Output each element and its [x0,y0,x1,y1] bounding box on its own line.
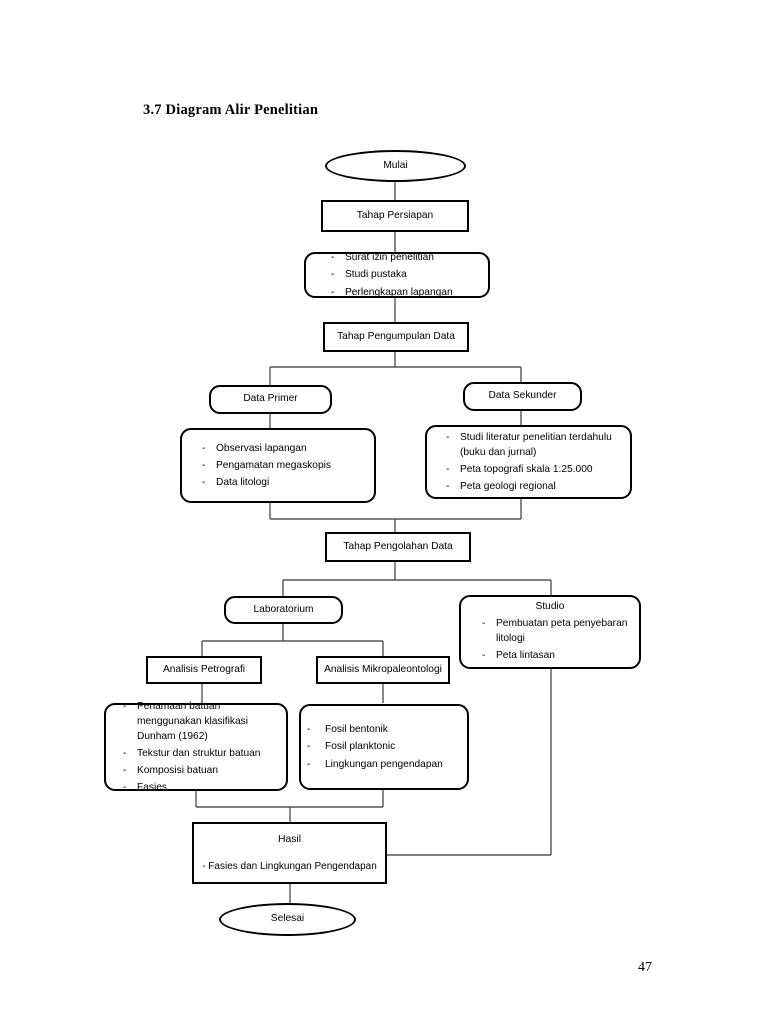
list-item: Fasies [116,780,286,795]
studio-detail-list: Pembuatan peta penyebaran litologi Peta … [461,616,639,663]
node-data-sekunder-label: Data Sekunder [488,390,557,402]
list-item: Studi literatur penelitian terdahulu (bu… [439,430,630,460]
node-hasil-label: Hasil [277,833,302,845]
list-item: Pembuatan peta penyebaran litologi [475,616,639,646]
node-data-primer-label: Data Primer [243,393,298,405]
petrografi-detail-list: Penamaan batuan menggunakan klasifikasi … [106,699,286,796]
list-item: Peta lintasan [475,648,639,663]
data-primer-detail-list: Observasi lapangan Pengamatan megaskopis… [182,441,374,490]
list-item: Studi pustaka [324,267,488,282]
node-analisis-petrografi-label: Analisis Petrografi [162,663,246,675]
data-sekunder-detail-list: Studi literatur penelitian terdahulu (bu… [427,430,630,494]
mikropaleontologi-detail-list: Fosil bentonik Fosil planktonic Lingkung… [301,722,467,771]
node-analisis-mikropaleontologi-label: Analisis Mikropaleontologi [324,663,442,675]
node-mulai[interactable]: Mulai [325,150,466,182]
node-tahap-persiapan-label: Tahap Persiapan [356,209,434,221]
node-laboratorium[interactable]: Laboratorium [224,596,343,624]
node-mulai-label: Mulai [383,159,408,171]
node-tahap-pengumpulan-data[interactable]: Tahap Pengumpulan Data [323,322,469,352]
list-item: Surat izin penelitian [324,250,488,265]
section-heading: 3.7 Diagram Alir Penelitian [143,102,319,118]
list-item: Data litologi [195,475,374,490]
list-item: Fosil bentonik [301,722,467,737]
list-item: Fosil planktonic [301,739,467,754]
list-item: Peta geologi regional [439,479,630,494]
page-number: 47 [638,960,652,975]
node-tahap-persiapan[interactable]: Tahap Persiapan [321,200,469,232]
node-data-sekunder[interactable]: Data Sekunder [463,382,582,411]
node-studio[interactable]: Studio Pembuatan peta penyebaran litolog… [459,595,641,669]
node-selesai[interactable]: Selesai [219,903,356,936]
list-item: Penamaan batuan menggunakan klasifikasi … [116,699,286,744]
node-laboratorium-label: Laboratorium [253,603,314,615]
node-analisis-petrografi[interactable]: Analisis Petrografi [146,656,262,684]
node-analisis-mikropaleontologi[interactable]: Analisis Mikropaleontologi [316,656,450,684]
node-data-sekunder-detail[interactable]: Studi literatur penelitian terdahulu (bu… [425,425,632,499]
persiapan-detail-list: Surat izin penelitian Studi pustaka Perl… [306,250,488,299]
node-hasil[interactable]: Hasil - Fasies dan Lingkungan Pengendapa… [192,822,387,884]
node-tahap-pengumpulan-data-label: Tahap Pengumpulan Data [337,330,455,342]
list-item: Observasi lapangan [195,441,374,456]
list-item: Lingkungan pengendapan [301,757,467,772]
node-mikropaleontologi-detail[interactable]: Fosil bentonik Fosil planktonic Lingkung… [299,704,469,790]
node-hasil-subtitle: - Fasies dan Lingkungan Pengendapan [202,860,377,872]
list-item: Tekstur dan struktur batuan [116,746,286,761]
list-item: Komposisi batuan [116,763,286,778]
node-tahap-pengolahan-data-label: Tahap Pengolahan Data [343,540,453,552]
node-selesai-label: Selesai [270,913,305,925]
node-data-primer[interactable]: Data Primer [209,385,332,414]
node-persiapan-detail[interactable]: Surat izin penelitian Studi pustaka Perl… [304,250,490,300]
node-tahap-pengolahan-data[interactable]: Tahap Pengolahan Data [325,532,471,562]
list-item: Perlengkapan lapangan [324,285,488,300]
node-petrografi-detail[interactable]: Penamaan batuan menggunakan klasifikasi … [104,699,288,795]
node-studio-label: Studio [535,601,565,613]
list-item: Peta topografi skala 1:25.000 [439,462,630,477]
list-item: Pengamatan megaskopis [195,458,374,473]
node-data-primer-detail[interactable]: Observasi lapangan Pengamatan megaskopis… [180,428,376,503]
